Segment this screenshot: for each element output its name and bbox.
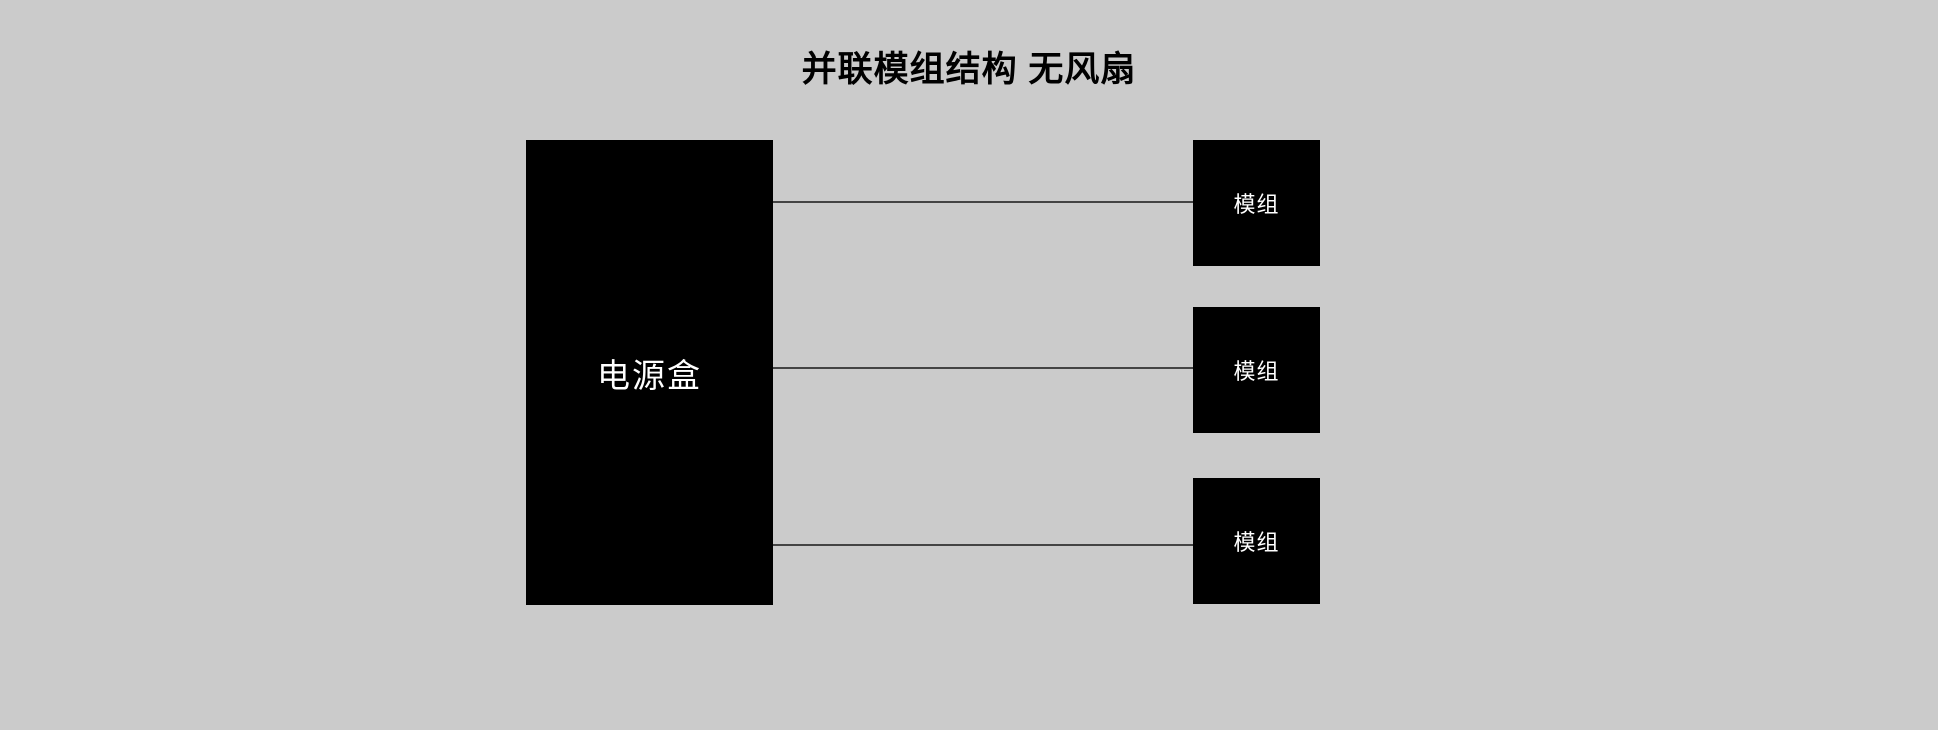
module-node: 模组 xyxy=(1193,307,1320,433)
connector-line xyxy=(773,367,1193,369)
module-node: 模组 xyxy=(1193,140,1320,266)
connector-line xyxy=(773,544,1193,546)
module-label: 模组 xyxy=(1233,192,1280,217)
connector-line xyxy=(773,201,1193,203)
diagram-title: 并联模组结构 无风扇 xyxy=(801,50,1137,89)
module-label: 模组 xyxy=(1233,530,1280,555)
module-label: 模组 xyxy=(1233,359,1280,384)
power-box-node: 电源盒 xyxy=(526,140,773,605)
module-node: 模组 xyxy=(1193,478,1320,604)
power-box-label: 电源盒 xyxy=(597,356,702,394)
